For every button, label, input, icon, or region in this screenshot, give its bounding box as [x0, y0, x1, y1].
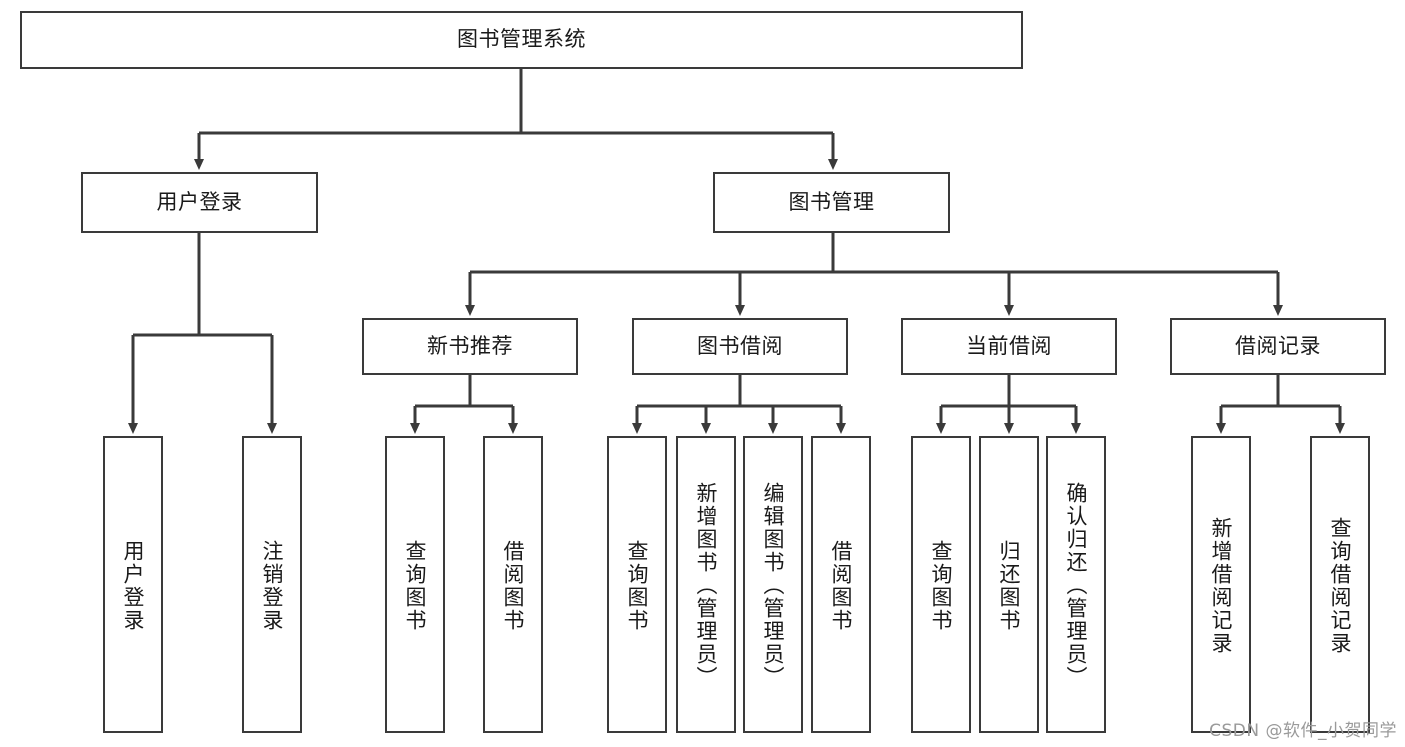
- node-leaf-user-login[interactable]: 用户登录: [103, 436, 163, 733]
- node-user-login[interactable]: 用户登录: [81, 172, 318, 233]
- node-label: 新增借阅记录: [1209, 516, 1233, 655]
- node-label: 新书推荐: [427, 333, 513, 358]
- node-leaf-logout[interactable]: 注销登录: [242, 436, 302, 733]
- node-label: 确认归还（管理员）: [1064, 482, 1088, 689]
- node-leaf-query-book-2[interactable]: 查询图书: [607, 436, 667, 733]
- node-label: 借阅图书: [501, 539, 525, 632]
- node-book-borrow[interactable]: 图书借阅: [632, 318, 848, 375]
- node-label: 新增图书（管理员）: [694, 482, 718, 689]
- node-leaf-query-record[interactable]: 查询借阅记录: [1310, 436, 1370, 733]
- node-label: 图书借阅: [697, 333, 783, 358]
- node-label: 借阅记录: [1235, 333, 1321, 358]
- node-leaf-query-book-1[interactable]: 查询图书: [385, 436, 445, 733]
- node-label: 借阅图书: [829, 539, 853, 632]
- node-label: 查询图书: [929, 539, 953, 632]
- node-label: 查询图书: [403, 539, 427, 632]
- node-label: 归还图书: [997, 539, 1021, 632]
- node-new-book-rec[interactable]: 新书推荐: [362, 318, 578, 375]
- node-root[interactable]: 图书管理系统: [20, 11, 1023, 69]
- node-leaf-add-book[interactable]: 新增图书（管理员）: [676, 436, 736, 733]
- node-label: 当前借阅: [966, 333, 1052, 358]
- node-label: 图书管理: [788, 189, 875, 214]
- node-leaf-query-book-3[interactable]: 查询图书: [911, 436, 971, 733]
- watermark-text: CSDN @软件_小贺同学: [1209, 721, 1397, 741]
- node-label: 查询借阅记录: [1328, 516, 1352, 655]
- node-label: 编辑图书（管理员）: [761, 482, 785, 689]
- node-current-borrow[interactable]: 当前借阅: [901, 318, 1117, 375]
- node-leaf-edit-book[interactable]: 编辑图书（管理员）: [743, 436, 803, 733]
- node-leaf-borrow-book-1[interactable]: 借阅图书: [483, 436, 543, 733]
- node-leaf-add-record[interactable]: 新增借阅记录: [1191, 436, 1251, 733]
- node-label: 用户登录: [156, 189, 243, 214]
- node-label: 图书管理系统: [457, 27, 586, 52]
- node-label: 查询图书: [625, 539, 649, 632]
- node-label: 注销登录: [260, 539, 284, 632]
- node-leaf-borrow-book-2[interactable]: 借阅图书: [811, 436, 871, 733]
- node-borrow-record[interactable]: 借阅记录: [1170, 318, 1386, 375]
- node-label: 用户登录: [121, 539, 145, 632]
- node-book-manage[interactable]: 图书管理: [713, 172, 950, 233]
- node-leaf-confirm-return[interactable]: 确认归还（管理员）: [1046, 436, 1106, 733]
- node-leaf-return-book[interactable]: 归还图书: [979, 436, 1039, 733]
